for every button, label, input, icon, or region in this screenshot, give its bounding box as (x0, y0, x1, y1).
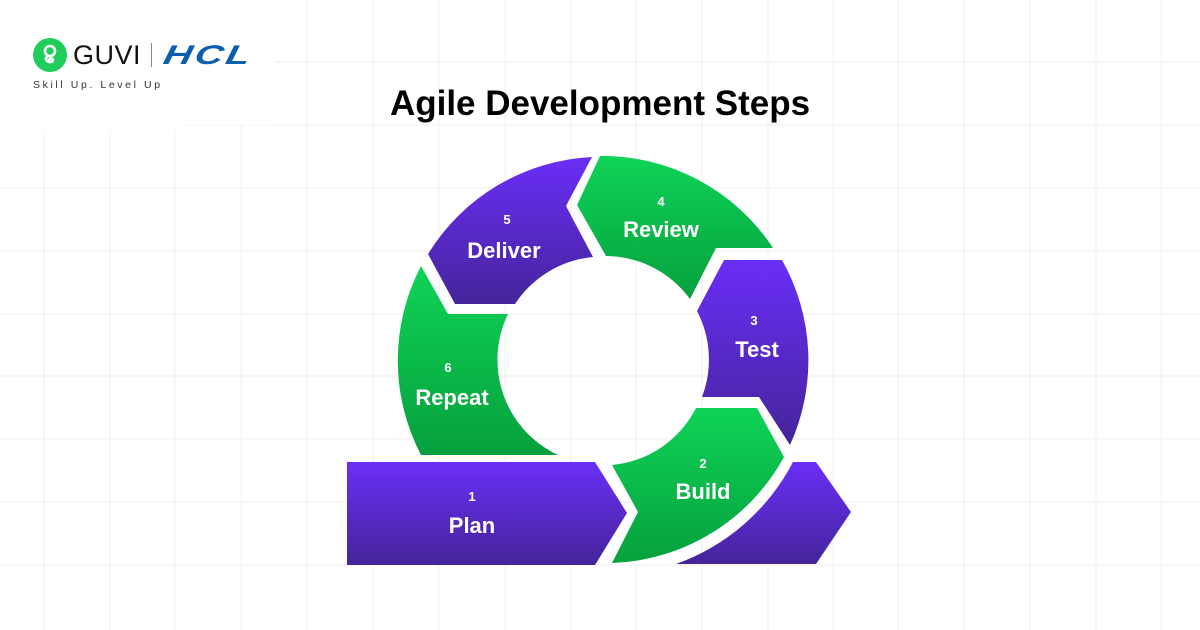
guvi-wordmark: GUVI (73, 40, 142, 70)
page-title: Agile Development Steps (389, 84, 811, 123)
step-label: Build (676, 479, 731, 504)
guvi-logo-icon (33, 38, 67, 72)
step-label: Plan (449, 513, 495, 538)
step-test[interactable]: 3 Test (697, 260, 809, 445)
logo-backdrop-fade (0, 125, 180, 137)
build-arrow-shape (612, 408, 784, 563)
repeat-arrow-shape (397, 266, 558, 455)
step-deliver[interactable]: 5 Deliver (428, 157, 593, 304)
step-number: 1 (468, 489, 475, 504)
deliver-arrow-shape (428, 157, 593, 304)
step-plan[interactable]: 1 Plan (347, 462, 627, 565)
brand-logo[interactable]: GUVI HCL (33, 38, 256, 72)
step-review[interactable]: 4 Review (577, 155, 773, 299)
review-arrow-shape (577, 155, 773, 299)
step-label: Test (735, 337, 779, 362)
test-arrow-shape (697, 260, 809, 445)
step-repeat[interactable]: 6 Repeat (397, 266, 558, 455)
step-label: Review (623, 217, 700, 242)
step-number: 3 (750, 313, 757, 328)
logo-divider (151, 43, 153, 67)
step-number: 6 (444, 360, 451, 375)
step-number: 4 (657, 194, 665, 209)
step-label: Repeat (415, 385, 489, 410)
brand-tagline: Skill Up. Level Up (33, 79, 163, 91)
step-number: 2 (699, 456, 706, 471)
step-number: 5 (503, 212, 510, 227)
step-label: Deliver (467, 238, 541, 263)
cycle-exit-arrow (676, 462, 851, 564)
plan-arrow-shape (347, 462, 627, 565)
step-build[interactable]: 2 Build (612, 408, 784, 563)
